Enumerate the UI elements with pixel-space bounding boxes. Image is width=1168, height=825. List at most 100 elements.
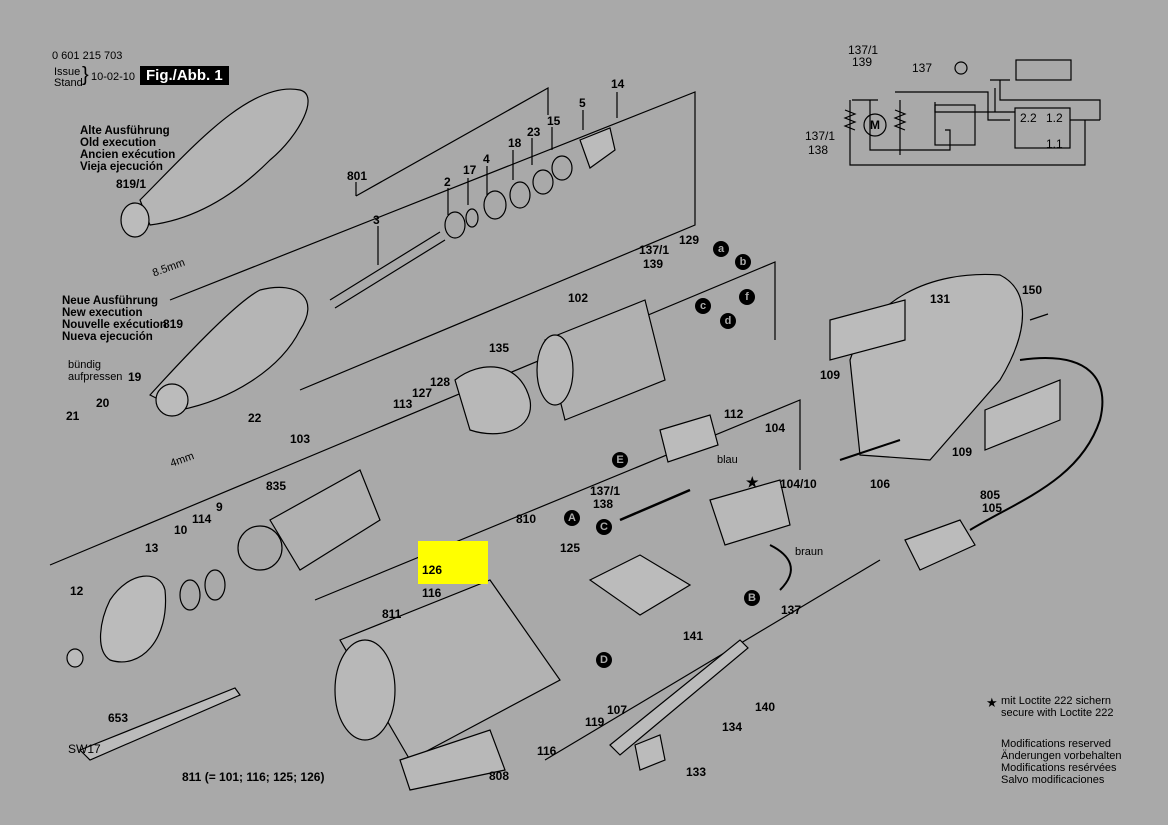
- note-line: Salvo modificaciones: [1001, 774, 1105, 786]
- old-execution-note: Alte Ausführung Old execution Ancien exé…: [80, 125, 175, 173]
- part-label: 109: [952, 445, 973, 459]
- part-label: 819: [163, 317, 184, 331]
- note-line: Old execution: [80, 137, 157, 149]
- part-label: 125: [560, 541, 581, 555]
- note-line: New execution: [62, 307, 143, 319]
- part-label: 23: [527, 125, 541, 139]
- circuit-label: 139: [852, 55, 873, 69]
- note-line: Nueva ejecución: [62, 331, 153, 343]
- part-label: 835: [266, 479, 287, 493]
- note-line: mit Loctite 222 sichern: [1001, 695, 1112, 707]
- part-label: 116: [422, 586, 442, 600]
- part-label: 810: [516, 512, 537, 526]
- part-label: 103: [290, 432, 311, 446]
- note-line: secure with Loctite 222: [1001, 707, 1114, 719]
- note-line: Modifications resérvées: [1001, 762, 1117, 774]
- part-label: 140: [755, 700, 776, 714]
- part-label: 133: [686, 765, 707, 779]
- part-label: 653: [108, 711, 129, 725]
- part-label: 107: [607, 703, 628, 717]
- part-label: 137/1: [590, 484, 621, 498]
- new-execution-note: Neue Ausführung New execution Nouvelle e…: [62, 295, 167, 343]
- note-line: Nouvelle exécution: [62, 319, 167, 331]
- star-icon: ★: [746, 474, 759, 490]
- note-line: Neue Ausführung: [62, 295, 159, 307]
- note-line: aufpressen: [68, 371, 123, 383]
- circuit-label: 137/1: [805, 129, 836, 143]
- part-label: 104: [765, 421, 786, 435]
- part-label: 134: [722, 720, 743, 734]
- callout-d: d: [720, 313, 736, 329]
- callout-f: f: [739, 289, 755, 305]
- assembly-note: 811 (= 101; 116; 125; 126): [182, 770, 325, 784]
- callout-b: b: [735, 254, 751, 270]
- part-number: 0 601 215 703: [52, 50, 123, 62]
- modifications-note: Modifications reserved Änderungen vorbeh…: [1001, 738, 1121, 786]
- part-label: 109: [820, 368, 841, 382]
- note-line: Ancien exécution: [80, 149, 176, 161]
- terminal-label: 1.1: [1046, 137, 1063, 151]
- part-label: 116: [537, 744, 557, 758]
- issue-label: Issue: [54, 66, 81, 78]
- loctite-note: mit Loctite 222 sichern secure with Loct…: [1001, 695, 1114, 719]
- part-label: 805: [980, 488, 1001, 502]
- figure-label: Fig./Abb. 1: [140, 66, 229, 85]
- part-label: 113: [393, 397, 413, 411]
- terminal-label: 1.2: [1046, 111, 1063, 125]
- part-label: 128: [430, 375, 451, 389]
- part-label: 150: [1022, 283, 1043, 297]
- part-label: 20: [96, 396, 110, 410]
- part-label: 102: [568, 291, 589, 305]
- circuit-label: 137: [912, 61, 933, 75]
- callout-C: C: [596, 519, 612, 535]
- part-label: 13: [145, 541, 159, 555]
- part-label: 119: [585, 715, 605, 729]
- part-label: 112: [724, 407, 744, 421]
- circuit-label: 137/1: [848, 43, 879, 57]
- part-label: 129: [679, 233, 700, 247]
- part-label: 135: [489, 341, 510, 355]
- part-label: 10: [174, 523, 188, 537]
- callout-E: E: [612, 452, 628, 468]
- note-line: Änderungen vorbehalten: [1001, 750, 1122, 762]
- stand-label: Stand: [54, 77, 83, 89]
- part-label: 3: [373, 213, 380, 227]
- part-label: 105: [982, 501, 1003, 515]
- wire-color-label: braun: [795, 546, 824, 558]
- callout-c: c: [695, 298, 711, 314]
- part-label: 19: [128, 370, 142, 384]
- part-label: 4: [483, 152, 490, 166]
- part-label: 2: [444, 175, 451, 189]
- part-label: 138: [593, 497, 614, 511]
- part-label: 131: [930, 292, 951, 306]
- part-label: 114: [192, 512, 212, 526]
- part-label: 106: [870, 477, 891, 491]
- press-flush-note: bündig aufpressen: [68, 359, 122, 383]
- note-line: bündig: [68, 359, 102, 371]
- wire-color-label: blau: [717, 454, 738, 466]
- part-label: 18: [508, 136, 522, 150]
- part-label: 15: [547, 114, 561, 128]
- part-label: 137/1: [639, 243, 670, 257]
- part-label: 5: [579, 96, 586, 110]
- part-label: 14: [611, 77, 625, 91]
- part-label: 819/1: [116, 177, 147, 191]
- brace: }: [82, 64, 89, 86]
- part-label: 127: [412, 386, 433, 400]
- part-label: 808: [489, 769, 510, 783]
- part-label: 12: [70, 584, 84, 598]
- part-label-highlighted: 126: [422, 563, 443, 577]
- note-line: Vieja ejecución: [80, 161, 163, 173]
- callout-D: D: [596, 652, 612, 668]
- wrench-size-label: SW17: [68, 742, 101, 756]
- part-label: 801: [347, 169, 368, 183]
- part-label: 811: [382, 607, 402, 621]
- part-label: 139: [643, 257, 664, 271]
- note-line: Alte Ausführung: [80, 125, 170, 137]
- circuit-label: 138: [808, 143, 829, 157]
- highlight-box: [418, 541, 488, 584]
- motor-symbol: M: [870, 118, 880, 132]
- part-label: 21: [66, 409, 80, 423]
- star-icon: ★: [986, 695, 998, 710]
